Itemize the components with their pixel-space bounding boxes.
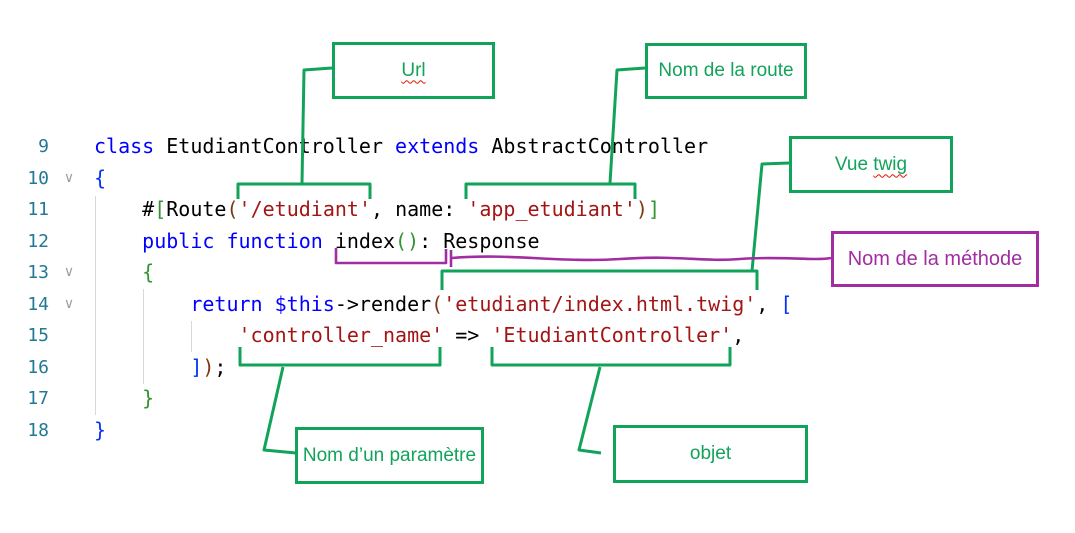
annotation-box-objet: objet — [613, 425, 808, 483]
code-line: 14 ∨ return $this->render('etudiant/index… — [0, 289, 1075, 321]
annotation-label-parametre: Nom d’un paramètre — [302, 444, 477, 466]
line-number: 14 — [27, 293, 49, 315]
annotation-label-route: Nom de la route — [658, 60, 794, 81]
line-number: 12 — [27, 230, 49, 252]
code-text: { — [94, 165, 107, 190]
annotation-box-methode: Nom de la méthode — [831, 231, 1039, 287]
indent-guide — [95, 196, 96, 415]
gutter — [49, 194, 89, 226]
annotation-label-objet: objet — [689, 443, 732, 464]
code-text: return $this->render('etudiant/index.htm… — [190, 291, 793, 316]
code-text: { — [142, 260, 155, 284]
line-number: 15 — [27, 325, 49, 346]
annotation-box-route: Nom de la route — [645, 43, 807, 99]
code-line: 17 } — [0, 383, 1075, 415]
line-number: 9 — [38, 136, 49, 157]
gutter — [49, 383, 89, 415]
code-text: ]); — [190, 354, 227, 379]
line-number: 16 — [27, 356, 49, 378]
gutter — [49, 415, 89, 447]
indent-guide — [143, 289, 144, 384]
fold-chevron-icon[interactable]: ∨ — [63, 295, 75, 312]
code-text: } — [94, 417, 107, 442]
annotation-label-methode: Nom de la méthode — [847, 247, 1023, 270]
code-line: 13 ∨ { — [0, 257, 1075, 289]
gutter — [49, 352, 89, 384]
annotation-box-twig: Vue twig — [789, 136, 953, 193]
code-text: } — [142, 386, 155, 410]
code-text: #[Route('/etudiant', name: 'app_etudiant… — [94, 197, 660, 221]
code-line: 18} — [0, 415, 1075, 447]
line-number: 11 — [27, 199, 49, 220]
annotation-box-parametre: Nom d’un paramètre — [295, 427, 484, 484]
annotation-box-url: Url — [332, 42, 495, 99]
code-text: public function index(): Response — [142, 228, 540, 253]
code-line: 10 ∨ { — [0, 163, 1075, 195]
indent-guide — [191, 321, 192, 352]
annotation-label-twig: Vue twig — [834, 153, 908, 175]
code-text: 'controller_name' => 'EtudiantController… — [238, 323, 745, 347]
code-line: 9 class EtudiantController extends Abstra… — [0, 131, 1075, 163]
line-number: 17 — [27, 388, 49, 409]
gutter — [49, 131, 89, 163]
code-line: 16 ]); — [0, 352, 1075, 384]
line-number: 13 — [27, 262, 49, 283]
code-text: class EtudiantController extends Abstrac… — [94, 134, 709, 158]
code-editor[interactable]: 9 class EtudiantController extends Abstra… — [0, 131, 1075, 446]
fold-chevron-icon[interactable]: ∨ — [63, 264, 75, 280]
code-line: 12 public function index(): Response — [0, 226, 1075, 258]
code-line: 11 #[Route('/etudiant', name: 'app_etudi… — [0, 194, 1075, 226]
line-number: 18 — [27, 419, 49, 441]
line-number: 10 — [27, 167, 49, 189]
gutter — [49, 226, 89, 258]
code-line: 15 'controller_name' => 'EtudiantControl… — [0, 320, 1075, 352]
fold-chevron-icon[interactable]: ∨ — [63, 169, 75, 186]
annotation-label-url: Url — [401, 59, 426, 81]
gutter — [49, 320, 89, 352]
